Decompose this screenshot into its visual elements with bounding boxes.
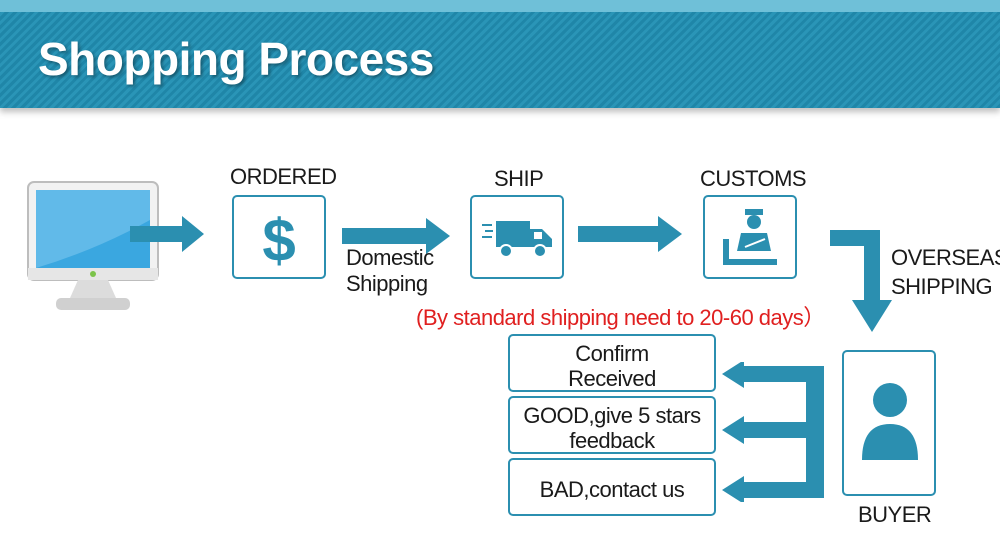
banner-top-stripe (0, 0, 1000, 12)
result-confirm-received: Confirm Received (508, 334, 716, 392)
result-good-feedback: GOOD,give 5 stars feedback (508, 396, 716, 454)
result-text-line1: GOOD,give 5 stars (523, 403, 701, 428)
ship-box (470, 195, 564, 279)
result-bad-contact: BAD,contact us (508, 458, 716, 516)
ship-label: SHIP (494, 166, 544, 191)
buyer-label: BUYER (858, 502, 932, 527)
customs-box (703, 195, 797, 279)
arrow-overseas (830, 230, 892, 332)
overseas-label-line1: OVERSEAS (891, 245, 1000, 270)
shipping-time-notice: (By standard shipping need to 20-60 days… (416, 305, 825, 330)
ordered-box: $ (232, 195, 326, 279)
branch-arrows (722, 362, 824, 502)
customs-label: CUSTOMS (700, 166, 807, 191)
buyer-box (842, 350, 936, 496)
result-text-line2: Received (568, 366, 656, 391)
truck-icon (482, 221, 552, 258)
domestic-label-line2: Shipping (346, 271, 428, 296)
result-text-line1: Confirm (575, 341, 649, 366)
result-text-line1: BAD,contact us (539, 477, 685, 502)
overseas-label-line2: SHIPPING (891, 274, 993, 299)
customs-officer-icon (723, 209, 777, 265)
svg-text:$: $ (262, 207, 295, 271)
header-banner: Shopping Process (0, 0, 1000, 108)
page-title: Shopping Process (38, 33, 434, 85)
arrow-to-ordered (130, 216, 204, 252)
result-text-line2: feedback (569, 428, 655, 453)
dollar-icon: $ (262, 207, 295, 271)
buyer-person-icon (862, 383, 918, 460)
domestic-label-line1: Domestic (346, 245, 434, 270)
arrow-to-customs (578, 216, 682, 252)
ordered-label: ORDERED (230, 164, 337, 189)
arrow-domestic (342, 218, 450, 254)
